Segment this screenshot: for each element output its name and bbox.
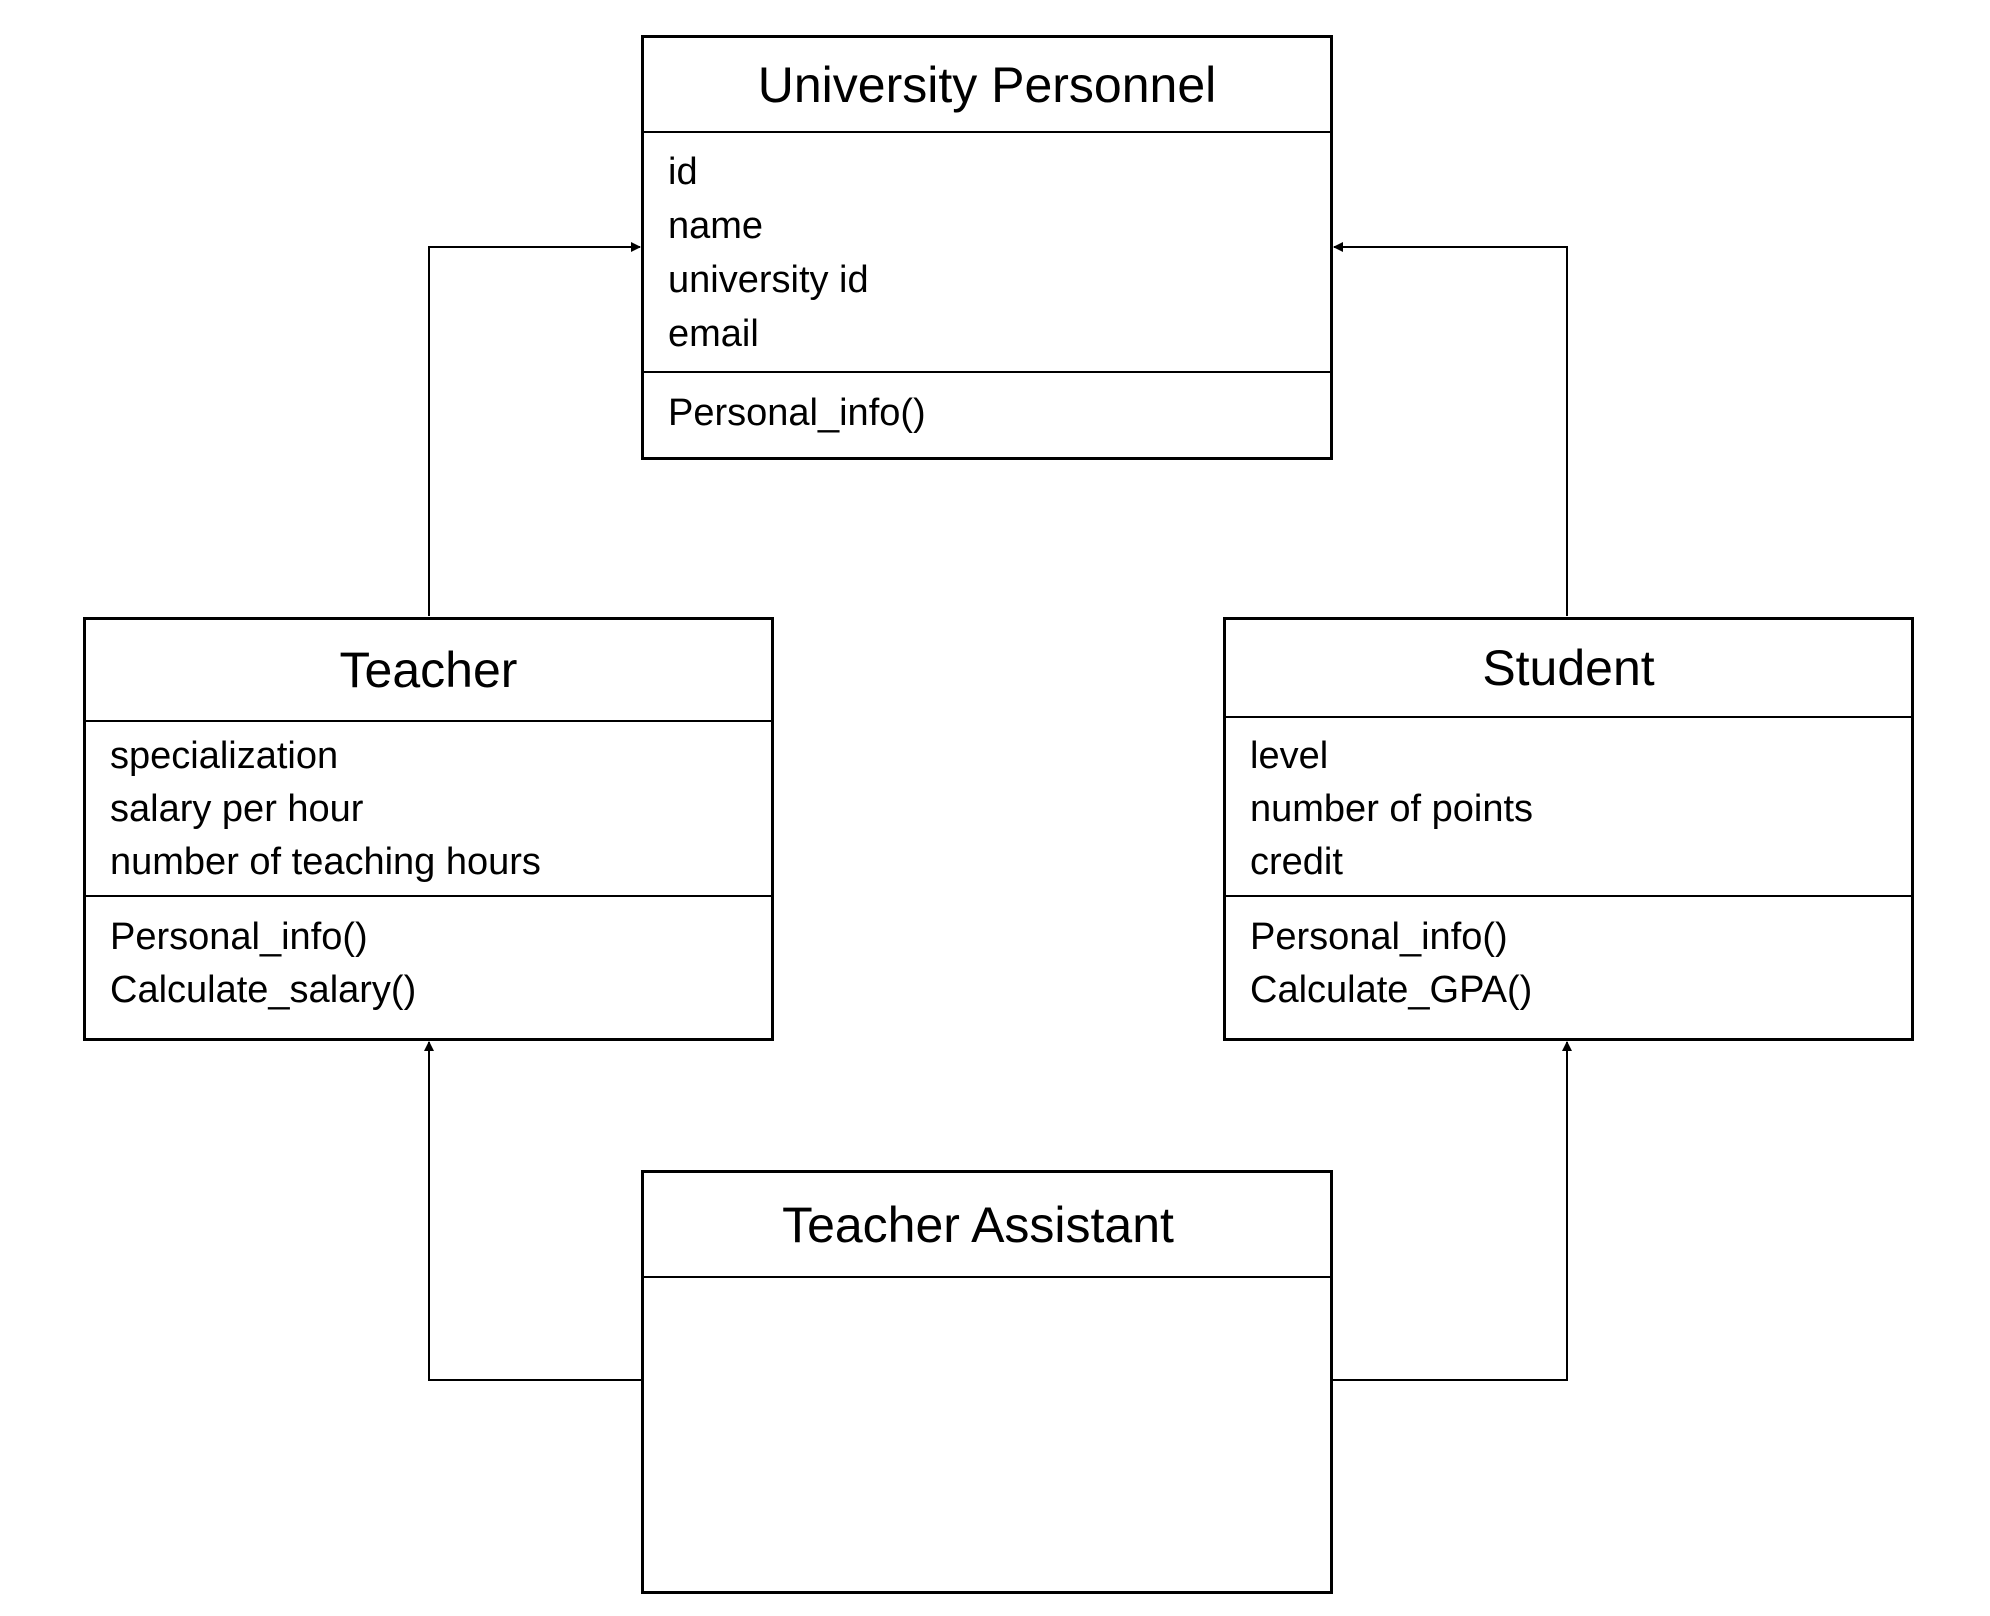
attribute-item: email: [668, 313, 759, 355]
class-name: University Personnel: [644, 38, 1330, 133]
attribute-item: id: [668, 151, 698, 193]
class-attributes: level number of points credit: [1226, 718, 1911, 897]
method-item: Calculate_salary(): [110, 969, 417, 1011]
class-name: Student: [1226, 620, 1911, 718]
attribute-item: name: [668, 205, 764, 247]
method-item: Personal_info(): [668, 392, 926, 434]
attribute-item: university id: [668, 259, 869, 301]
attribute-item: number of teaching hours: [110, 841, 541, 883]
method-item: Personal_info(): [1250, 916, 1508, 958]
attribute-item: salary per hour: [110, 788, 364, 830]
class-methods: Personal_info() Calculate_salary(): [86, 897, 771, 1017]
class-name: Teacher: [86, 620, 771, 722]
student-to-personnel-arrow: [1333, 242, 1568, 616]
attribute-item: number of points: [1250, 788, 1534, 830]
method-item: Personal_info(): [110, 916, 368, 958]
class-university-personnel: University Personnel id name university …: [641, 35, 1333, 460]
class-attributes: specialization salary per hour number of…: [86, 722, 771, 897]
teacher-to-personnel-arrow: [428, 242, 641, 616]
attribute-item: specialization: [110, 735, 339, 777]
class-student: Student level number of points credit Pe…: [1223, 617, 1914, 1041]
attribute-item: credit: [1250, 841, 1343, 883]
class-name: Teacher Assistant: [644, 1173, 1330, 1278]
class-attributes: id name university id email: [644, 133, 1330, 373]
class-methods: Personal_info(): [644, 373, 1330, 440]
class-teacher: Teacher specialization salary per hour n…: [83, 617, 774, 1041]
class-methods: Personal_info() Calculate_GPA(): [1226, 897, 1911, 1017]
attribute-item: level: [1250, 735, 1329, 777]
assistant-to-teacher-arrow: [424, 1041, 641, 1381]
class-teacher-assistant: Teacher Assistant: [641, 1170, 1333, 1594]
assistant-to-student-arrow: [1333, 1041, 1572, 1381]
method-item: Calculate_GPA(): [1250, 969, 1533, 1011]
